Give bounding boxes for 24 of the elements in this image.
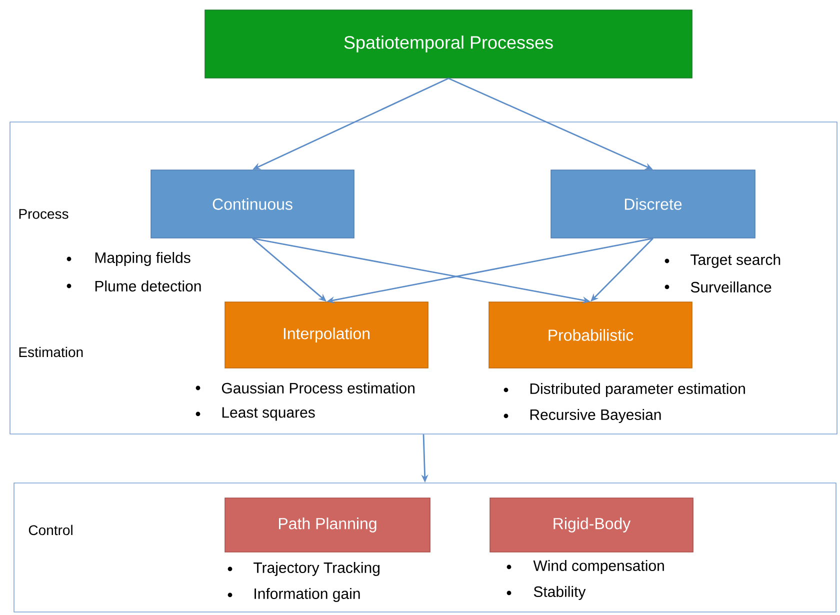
process-box: Continuous [150, 170, 354, 238]
bullet-item: Recursive Bayesian [504, 409, 661, 423]
row-label: Control [28, 524, 72, 536]
title-box: Spatiotemporal Processes [204, 10, 692, 78]
bullet-item: Trajectory Tracking [228, 562, 380, 576]
bullet-item: Surveillance [664, 281, 772, 292]
panel-frame [14, 482, 836, 612]
bullet-item: Mapping fields [66, 252, 190, 266]
panel-frame [10, 122, 838, 434]
bullet-item: Distributed parameter estimation [504, 383, 745, 397]
process-box: Discrete [550, 170, 756, 238]
bullet-item: Plume detection [66, 280, 201, 292]
process-box: Path Planning [224, 498, 430, 552]
bullet-item: Wind compensation [506, 560, 664, 574]
process-box: Probabilistic [488, 302, 692, 368]
bullet-item: Information gain [228, 588, 360, 602]
row-label: Estimation [19, 346, 83, 358]
bullet-item: Target search [664, 254, 780, 268]
process-box: Rigid-Body [490, 498, 694, 552]
bullet-item: Stability [506, 586, 586, 600]
row-label: Process [19, 209, 68, 219]
bullet-item: Gaussian Process estimation [196, 382, 414, 394]
bullet-item: Least squares [196, 407, 315, 421]
process-box: Interpolation [224, 302, 428, 368]
